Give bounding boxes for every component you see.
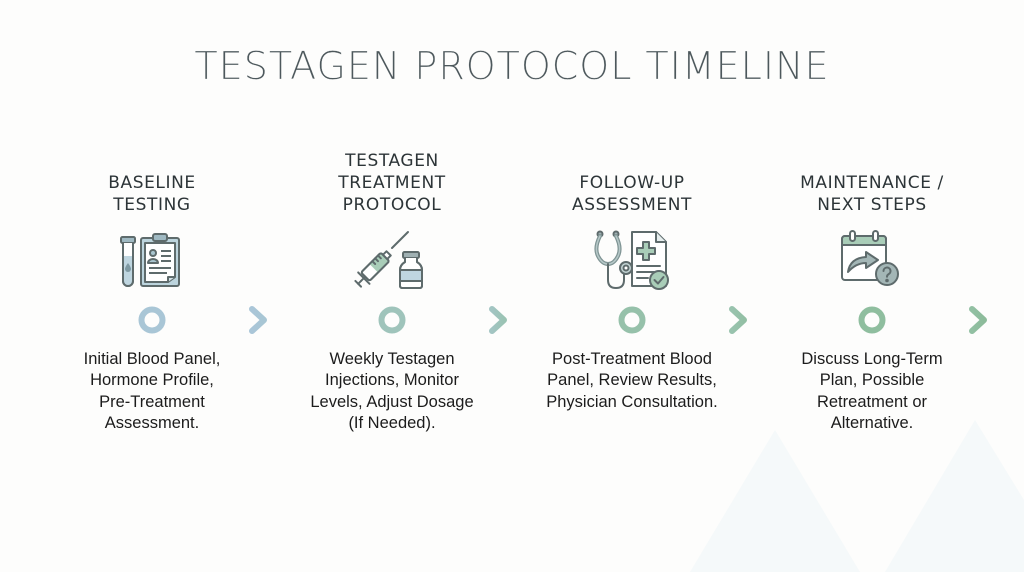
stage-title: TESTAGEN TREATMENT PROTOCOL (338, 151, 446, 215)
stethoscope-report-icon (594, 230, 669, 290)
stage-description: Initial Blood Panel, Hormone Profile, Pr… (83, 350, 221, 432)
timeline (37, 306, 987, 334)
stage-title: FOLLOW-UP ASSESSMENT (571, 173, 693, 215)
stage-description: Weekly Testagen Injections, Monitor Leve… (310, 350, 474, 432)
timeline-segment-2 (277, 306, 507, 334)
stage-description: Discuss Long-Term Plan, Possible Retreat… (801, 350, 943, 432)
stage-title: BASELINE TESTING (108, 173, 196, 215)
stage-description: Post-Treatment Blood Panel, Review Resul… (546, 350, 718, 411)
timeline-segment-4 (757, 306, 987, 334)
calendar-arrow-question-icon (841, 230, 899, 286)
test-tube-clipboard-icon (120, 233, 180, 287)
page-title: TESTAGEN PROTOCOL TIMELINE (194, 44, 830, 88)
syringe-vial-icon (354, 231, 423, 289)
timeline-segment-1 (37, 306, 267, 334)
timeline-segment-3 (517, 306, 747, 334)
stage-title: MAINTENANCE / NEXT STEPS (800, 173, 944, 215)
